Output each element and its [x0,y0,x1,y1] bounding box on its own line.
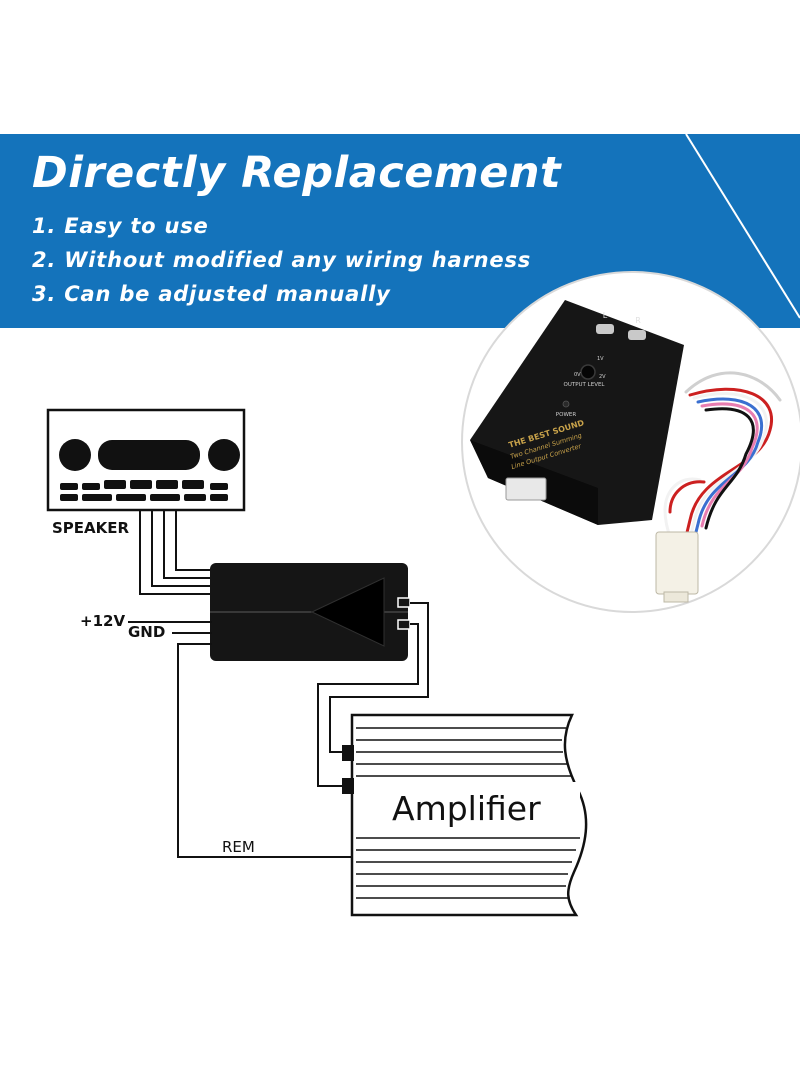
channel-left-label: L [603,311,608,320]
speaker-wires [139,510,212,595]
channel-right-label: R [635,316,641,325]
amplifier-symbol-icon [310,577,385,647]
rca-jack-left [596,324,614,334]
head-unit [46,408,246,512]
knob-mid-label: 1V [597,356,604,362]
plus12v-label: +12V [80,612,125,630]
product-photo: L R 0V 1V 2V OUTPUT LEVEL POWER THE BEST… [461,271,800,613]
output-level-knob [580,364,596,380]
converter-output-right [397,619,411,630]
speaker-label: SPEAKER [52,519,130,537]
output-level-label: OUTPUT LEVEL [563,382,605,388]
harness-socket [505,477,547,501]
knob-min-label: 0V [574,372,581,378]
head-unit-display [98,440,200,470]
converter-output-left [397,597,411,608]
head-unit-knob-right [208,439,240,471]
power-led [562,400,570,408]
amplifier-input-left [342,745,354,761]
amplifier-label: Amplifier [392,789,541,828]
rem-label: REM [222,838,255,856]
power-label: POWER [556,412,577,418]
feature-no-wiring-mod: 2. Without modified any wiring harness [32,248,532,272]
feature-easy-to-use: 1. Easy to use [32,214,209,238]
power-wires [128,621,352,858]
gnd-label: GND [128,623,165,641]
line-output-converter [210,563,411,661]
amplifier: Amplifier [342,713,588,917]
rca-jack-right [628,330,646,340]
banner-diagonal-line [685,133,800,319]
head-unit-buttons [60,480,228,501]
head-unit-knob-left [59,439,91,471]
amplifier-input-right [342,778,354,794]
knob-max-label: 2V [599,374,606,380]
amplifier-heatsink-fins [356,727,580,899]
rca-output-wires [317,602,429,787]
headline: Directly Replacement [32,148,562,198]
feature-adjustable: 3. Can be adjusted manually [32,282,391,306]
harness-plug [655,531,699,595]
